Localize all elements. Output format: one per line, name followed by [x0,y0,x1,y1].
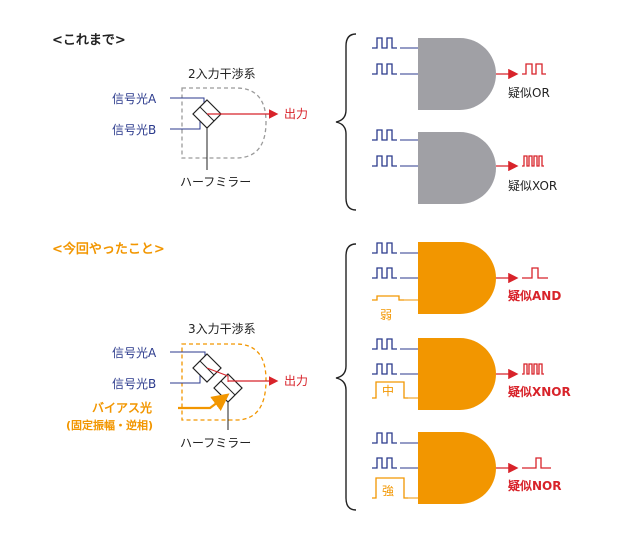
top-dashed-enclosure [181,87,267,159]
gate-and: 弱 疑似AND [372,242,561,322]
gate-xor-body [418,132,496,204]
gate-or-input-a-waveform [372,37,397,49]
gate-xnor: 中 疑似XNOR [372,338,571,410]
gate-xor-label: 疑似XOR [508,178,557,193]
gate-and-body [418,242,496,314]
gate-xnor-label: 疑似XNOR [508,384,571,399]
gate-xnor-input-b-waveform [372,363,397,375]
gate-and-bias-level: 弱 [380,308,392,322]
gate-and-output-waveform [522,267,548,279]
gate-or-output-waveform [522,63,546,75]
gate-nor-output-waveform [522,457,551,469]
section-before-title: <これまで> [52,33,126,48]
gate-or: 疑似OR [372,37,550,110]
gate-nor-bias-waveform [372,477,408,499]
bottom-input-a-label: 信号光A [112,346,157,360]
gate-nor-body [418,432,496,504]
top-system-label: 2入力干渉系 [188,66,256,81]
bottom-internal-beam [206,367,229,382]
gate-xor-input-a-waveform [372,129,397,141]
gate-xnor-output-waveform [522,363,544,375]
bottom-input-b-label: 信号光B [112,377,156,391]
bottom-mirror-label: ハーフミラー [180,436,251,450]
section-now-title: <今回やったこと> [52,241,165,257]
bias-label: バイアス光 [92,400,152,415]
gate-xor-input-b-waveform [372,155,397,167]
top-brace [335,33,357,211]
bottom-output-label: 出力 [284,374,308,388]
top-input-a-label: 信号光A [112,92,157,106]
gate-xnor-body [418,338,496,410]
top-output-label: 出力 [284,107,308,121]
gate-and-label: 疑似AND [508,288,561,303]
top-interferometer: 2入力干渉系 信号光A 信号光B 出力 ハーフミラー [112,66,308,189]
bottom-system-label: 3入力干渉系 [188,321,256,336]
bias-beam-arrow [178,393,230,411]
gate-and-input-a-waveform [372,242,397,254]
gate-xor-output-waveform [522,155,544,167]
gate-nor-input-a-waveform [372,432,397,444]
gate-or-input-b-waveform [372,63,397,75]
gate-xnor-bias-waveform [372,381,408,399]
gate-xor: 疑似XOR [372,129,557,204]
gate-nor-input-b-waveform [372,457,397,469]
gate-xnor-bias-level: 中 [382,383,394,398]
top-input-b-label: 信号光B [112,123,156,137]
gate-nor-bias-level: 強 [382,484,394,498]
bias-note: (固定振幅・逆相) [66,418,153,432]
gate-or-body [418,38,496,110]
bottom-brace [335,243,357,511]
bottom-interferometer: 3入力干渉系 信号光A 信号光B 出力 バイアス光 (固定振幅・逆相) ハーフミ… [66,321,308,450]
gate-or-label: 疑似OR [508,85,550,100]
gate-xnor-input-a-waveform [372,338,397,350]
gate-nor-label: 疑似NOR [508,478,562,493]
gate-and-input-b-waveform [372,267,397,279]
top-mirror-label: ハーフミラー [180,175,251,189]
bottom-dashed-enclosure [181,343,267,421]
gate-and-bias-waveform [372,295,404,301]
gate-nor: 強 疑似NOR [372,432,562,504]
